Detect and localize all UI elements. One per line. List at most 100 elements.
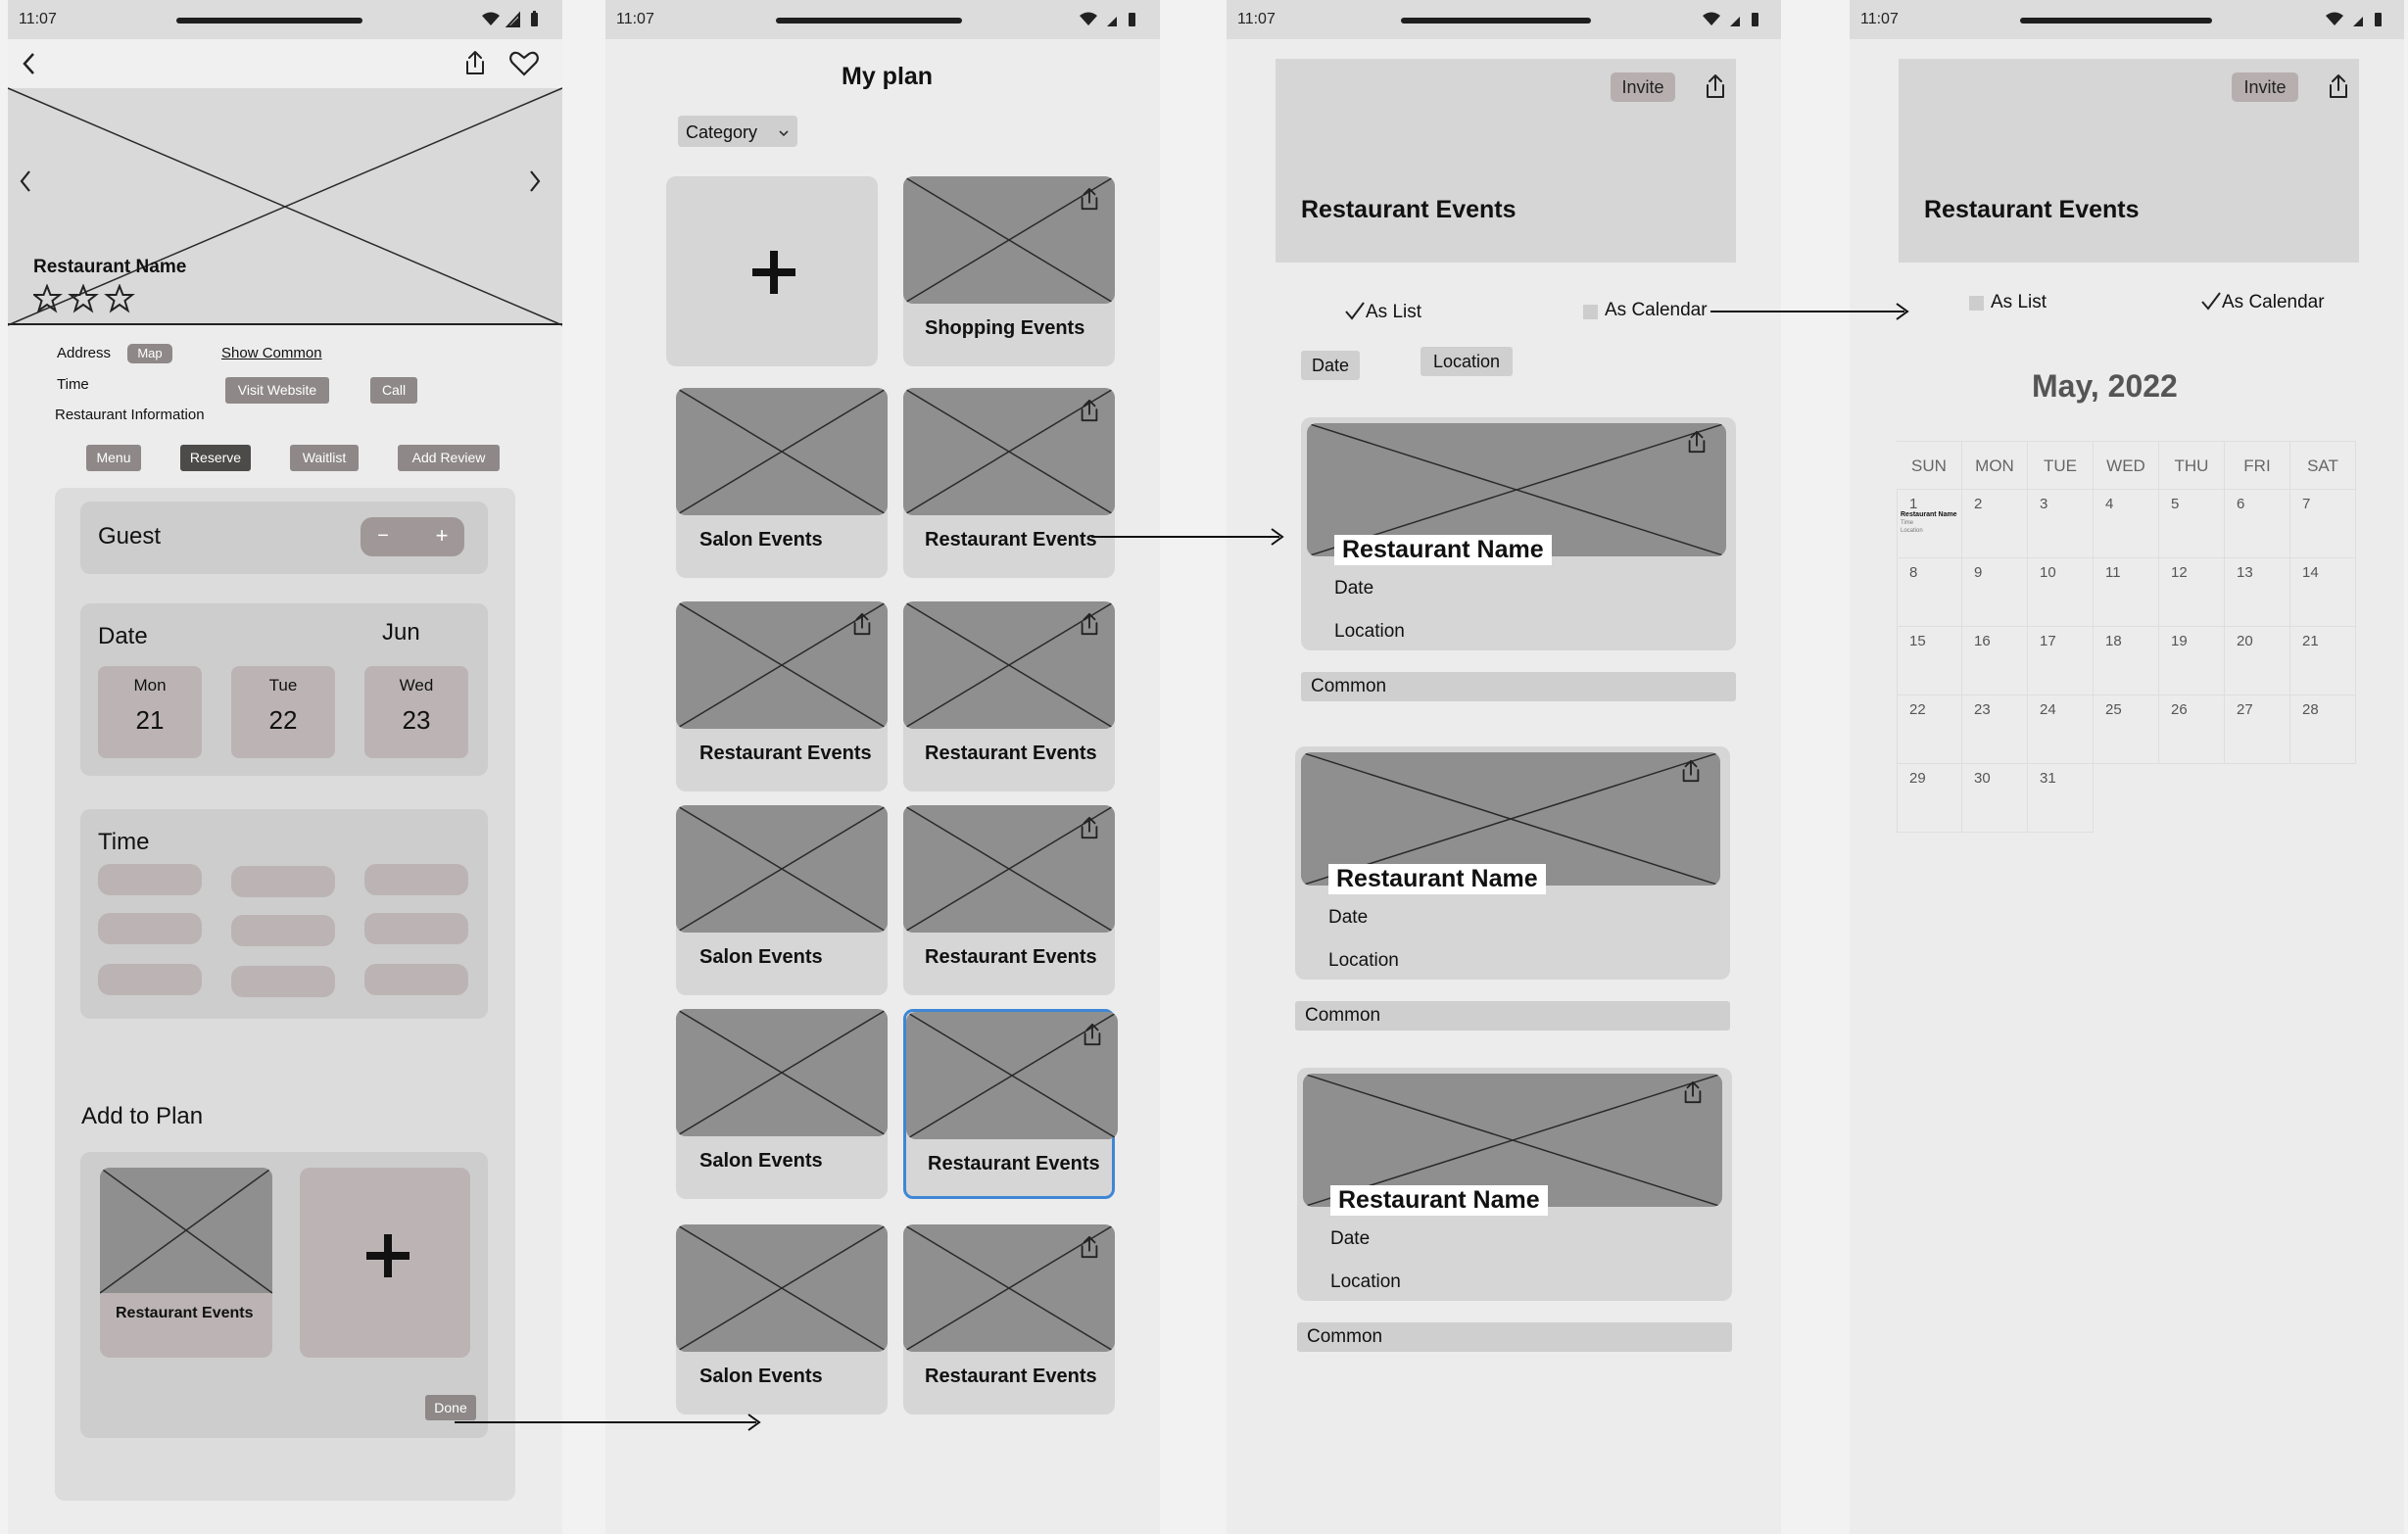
share-icon[interactable] xyxy=(1078,1234,1101,1265)
share-icon[interactable] xyxy=(1685,429,1709,459)
plan-card[interactable]: Restaurant Events xyxy=(903,388,1115,578)
plan-card[interactable]: Salon Events xyxy=(676,805,888,995)
calendar-day-cell[interactable]: 17 xyxy=(2028,627,2094,695)
time-slot[interactable] xyxy=(98,864,202,895)
time-slot[interactable] xyxy=(98,913,202,944)
invite-button[interactable]: Invite xyxy=(1611,72,1675,102)
done-button[interactable]: Done xyxy=(425,1395,476,1420)
star-rating[interactable] xyxy=(31,283,143,320)
stepper-minus-button[interactable]: − xyxy=(377,525,389,547)
common-bar[interactable]: Common xyxy=(1297,1322,1732,1352)
calendar-day-cell[interactable]: 14 xyxy=(2290,558,2356,627)
time-slot[interactable] xyxy=(98,964,202,995)
time-slot[interactable] xyxy=(231,866,335,897)
calendar-day-cell[interactable]: 10 xyxy=(2028,558,2094,627)
share-icon[interactable] xyxy=(850,611,874,642)
day-card-wed[interactable]: Wed 23 xyxy=(364,666,468,758)
invite-button[interactable]: Invite xyxy=(2232,72,2298,102)
share-icon[interactable] xyxy=(1081,1022,1104,1052)
calendar-day-cell[interactable]: 19 xyxy=(2159,627,2225,695)
calendar-day-cell[interactable]: 21 xyxy=(2290,627,2356,695)
location-filter-chip[interactable]: Location xyxy=(1421,347,1513,376)
calendar-event-name[interactable]: Restaurant Name xyxy=(1901,511,1957,518)
share-icon[interactable] xyxy=(1078,398,1101,428)
waitlist-button[interactable]: Waitlist xyxy=(290,445,359,471)
calendar-day-cell[interactable]: 13 xyxy=(2225,558,2290,627)
calendar-day-cell[interactable]: 23 xyxy=(1962,695,2028,764)
calendar-day-cell[interactable]: 5 xyxy=(2159,490,2225,558)
calendar-day-cell[interactable]: 24 xyxy=(2028,695,2094,764)
calendar-day-cell[interactable]: 4 xyxy=(2094,490,2159,558)
plan-card[interactable]: Restaurant Events xyxy=(903,1009,1118,1199)
plan-card[interactable]: Restaurant Events xyxy=(903,805,1115,995)
plan-card-restaurant-events[interactable]: Restaurant Events xyxy=(100,1168,272,1358)
as-calendar-check-icon[interactable] xyxy=(2200,290,2222,316)
as-list-label[interactable]: As List xyxy=(1991,292,2047,312)
time-slot[interactable] xyxy=(231,966,335,997)
heart-icon[interactable] xyxy=(509,51,539,81)
share-icon[interactable] xyxy=(2326,72,2351,105)
time-slot[interactable] xyxy=(364,913,468,944)
share-icon[interactable] xyxy=(462,49,488,81)
plan-card[interactable]: Restaurant Events xyxy=(903,1224,1115,1414)
share-icon[interactable] xyxy=(1703,72,1728,105)
back-chevron-icon[interactable] xyxy=(20,51,39,81)
time-slot[interactable] xyxy=(364,964,468,995)
plan-card[interactable]: Salon Events xyxy=(676,388,888,578)
plan-card[interactable]: Salon Events xyxy=(676,1009,888,1199)
category-dropdown[interactable]: Category xyxy=(678,116,797,147)
common-bar[interactable]: Common xyxy=(1301,672,1736,701)
plan-card[interactable]: Restaurant Events xyxy=(676,601,888,791)
as-list-check-icon[interactable] xyxy=(1344,300,1366,326)
calendar-day-cell[interactable]: 11 xyxy=(2094,558,2159,627)
time-slot[interactable] xyxy=(364,864,468,895)
stepper-plus-button[interactable]: + xyxy=(435,523,449,548)
common-bar[interactable]: Common xyxy=(1295,1001,1730,1031)
calendar-day-cell[interactable]: 26 xyxy=(2159,695,2225,764)
plan-card[interactable]: Shopping Events xyxy=(903,176,1115,366)
carousel-next-icon[interactable] xyxy=(527,168,543,199)
add-plan-card[interactable] xyxy=(666,176,878,366)
calendar-day-cell[interactable]: 25 xyxy=(2094,695,2159,764)
calendar-day-cell[interactable]: 3 xyxy=(2028,490,2094,558)
share-icon[interactable] xyxy=(1078,815,1101,845)
calendar-day-cell[interactable]: 18 xyxy=(2094,627,2159,695)
as-calendar-checkbox[interactable] xyxy=(1583,305,1598,319)
calendar-day-cell[interactable]: 22 xyxy=(1897,695,1962,764)
plan-card[interactable]: Salon Events xyxy=(676,1224,888,1414)
call-button[interactable]: Call xyxy=(370,377,417,404)
calendar-day-cell[interactable]: 15 xyxy=(1897,627,1962,695)
add-plan-button[interactable] xyxy=(300,1168,470,1358)
calendar-day-cell[interactable]: 31 xyxy=(2028,764,2094,833)
menu-button[interactable]: Menu xyxy=(86,445,141,471)
calendar-day-cell[interactable]: 7 xyxy=(2290,490,2356,558)
day-card-mon[interactable]: Mon 21 xyxy=(98,666,202,758)
share-icon[interactable] xyxy=(1679,758,1703,789)
calendar-day-cell[interactable]: 29 xyxy=(1897,764,1962,833)
calendar-day-cell[interactable]: 28 xyxy=(2290,695,2356,764)
share-icon[interactable] xyxy=(1078,611,1101,642)
calendar-day-cell[interactable]: 16 xyxy=(1962,627,2028,695)
map-button[interactable]: Map xyxy=(127,344,172,363)
calendar-day-cell[interactable]: 30 xyxy=(1962,764,2028,833)
calendar-day-cell[interactable]: 20 xyxy=(2225,627,2290,695)
calendar-day-cell[interactable]: 12 xyxy=(2159,558,2225,627)
plan-card[interactable]: Restaurant Events xyxy=(903,601,1115,791)
calendar-day-cell[interactable]: 2 xyxy=(1962,490,2028,558)
time-slot[interactable] xyxy=(231,915,335,946)
guest-stepper[interactable]: − + xyxy=(361,517,464,556)
calendar-day-cell[interactable]: 8 xyxy=(1897,558,1962,627)
as-calendar-label[interactable]: As Calendar xyxy=(1605,300,1708,320)
add-review-button[interactable]: Add Review xyxy=(398,445,500,471)
share-icon[interactable] xyxy=(1681,1079,1705,1110)
as-list-checkbox[interactable] xyxy=(1969,296,1984,311)
calendar-day-cell[interactable]: 9 xyxy=(1962,558,2028,627)
reserve-button[interactable]: Reserve xyxy=(180,445,251,471)
day-card-tue[interactable]: Tue 22 xyxy=(231,666,335,758)
calendar-day-cell[interactable]: 27 xyxy=(2225,695,2290,764)
date-filter-chip[interactable]: Date xyxy=(1301,351,1360,380)
